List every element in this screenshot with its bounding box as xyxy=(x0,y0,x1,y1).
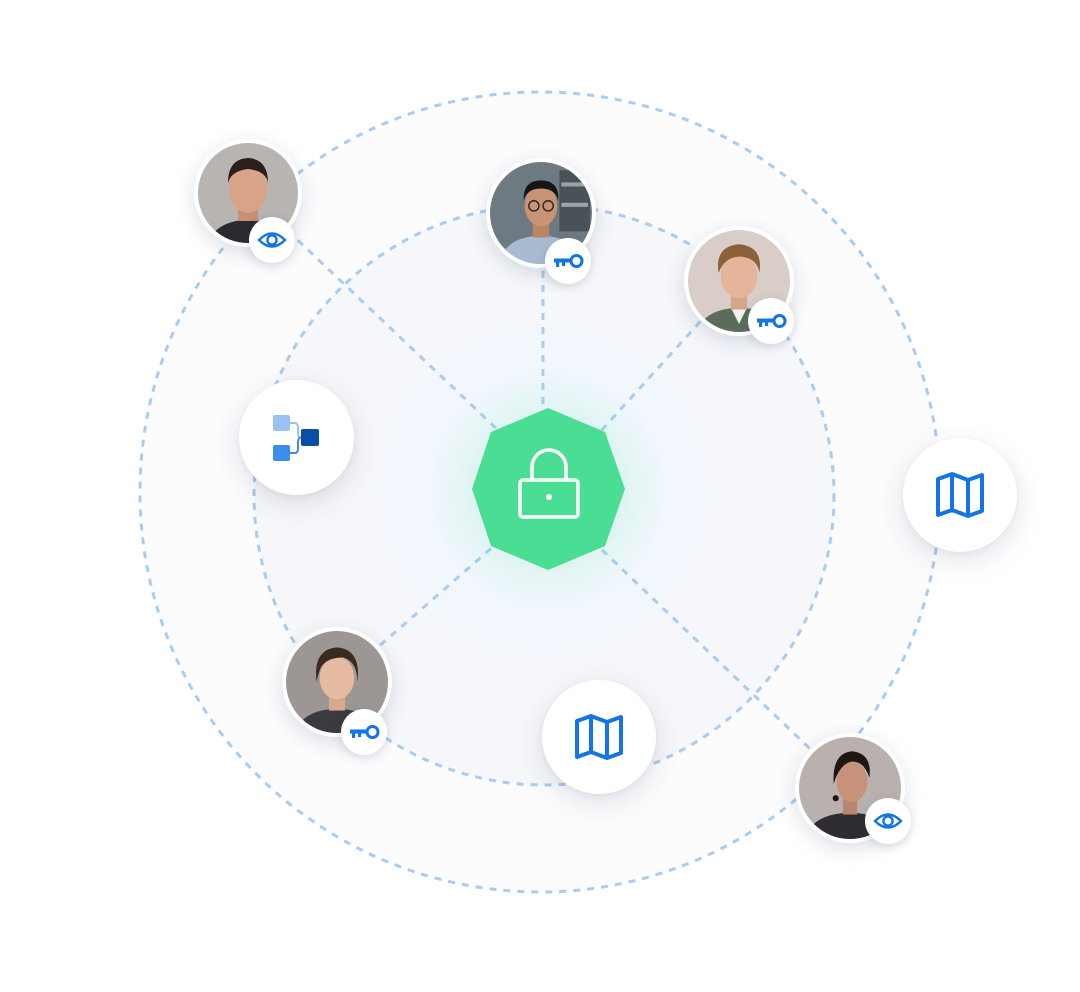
portrait-image xyxy=(688,230,790,332)
role-badge-view xyxy=(249,217,295,263)
role-badge-key xyxy=(545,238,591,284)
avatar-man-top-right[interactable] xyxy=(684,226,794,336)
map-icon xyxy=(936,472,984,518)
lock-octagon xyxy=(472,408,625,570)
role-badge-view xyxy=(865,798,911,844)
role-badge-key xyxy=(341,709,387,755)
map-node-bottom[interactable] xyxy=(542,680,656,794)
eye-icon xyxy=(873,813,903,829)
lock-icon xyxy=(518,448,580,519)
workflow-node[interactable] xyxy=(239,380,354,495)
key-icon xyxy=(554,254,584,268)
workflow-icon xyxy=(272,414,319,461)
key-icon xyxy=(350,725,380,739)
connector-bottom-right xyxy=(598,546,852,789)
key-icon xyxy=(757,314,787,328)
role-badge-key xyxy=(748,298,794,344)
map-icon xyxy=(575,714,623,760)
map-node-right[interactable] xyxy=(903,438,1017,552)
eye-icon xyxy=(257,232,287,248)
